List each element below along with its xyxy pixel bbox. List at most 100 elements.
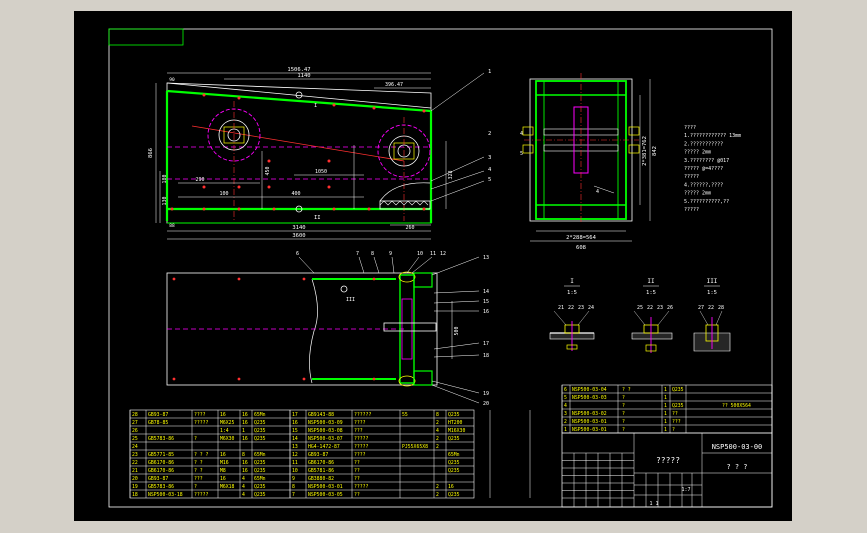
balloon-plan-20: 20: [483, 401, 489, 407]
bom-left-cell: 20: [132, 476, 138, 482]
bom-left-cell: 26: [132, 428, 138, 434]
bom-mid-cell: GB9143-88: [308, 412, 334, 418]
dim-inner-2: 1050: [315, 169, 327, 175]
tech-note-0: ????: [684, 125, 696, 131]
detail-part-22: 22: [568, 305, 574, 311]
bom-mid-cell: HT200: [448, 420, 463, 426]
bom-mid-cell: HG4-1472-87: [308, 444, 340, 450]
bom-mid-cell: 16: [448, 484, 454, 490]
dim-slope: 396.47: [385, 82, 403, 88]
title-sheet: 1 1: [649, 501, 658, 507]
bom-left-cell: 65Mn: [254, 476, 266, 482]
bom-mid-cell: 7: [292, 492, 295, 498]
bom-left-cell: M6X25: [220, 420, 235, 426]
balloon-plan-7: 7: [356, 251, 359, 257]
bom-mid-cell: 2: [436, 420, 439, 426]
balloon-plan-11: 11: [430, 251, 436, 257]
tech-note-9: 5.??????????,??: [684, 199, 729, 205]
bom-mid-cell: Q235: [448, 412, 460, 418]
bom-right-cell: Q235: [672, 403, 684, 409]
balloon-plan-17: 17: [483, 341, 489, 347]
dim-width-inner: 2*288=564: [566, 235, 596, 241]
balloon-front-II: II: [314, 215, 321, 221]
detail-part-24: 24: [588, 305, 594, 311]
bom-table-left: [129, 409, 475, 499]
dim-v4: 328: [448, 170, 454, 179]
balloon-plan-14: 14: [483, 289, 489, 295]
bom-mid-cell: ?????: [354, 444, 369, 450]
bom-left-cell: 4: [242, 484, 245, 490]
bom-left-cell: 1: [242, 428, 245, 434]
balloon-plan-8: 8: [371, 251, 374, 257]
detail-scale-3: 1:5: [707, 290, 717, 296]
bom-mid-cell: 8: [292, 484, 295, 490]
bom-mid-cell: NSP500-03-07: [308, 436, 343, 442]
balloon-plan-9: 9: [389, 251, 392, 257]
dim-v3: 130: [162, 196, 168, 205]
bom-left-cell: 16: [220, 412, 226, 418]
dim-v5: 90: [169, 77, 175, 83]
bom-right-cell: 1: [664, 419, 667, 425]
bom-mid-cell: ????: [354, 420, 366, 426]
detail-part-22: 22: [708, 305, 714, 311]
bom-right-cell: 3: [564, 411, 567, 417]
detail-part-26: 26: [667, 305, 673, 311]
bom-left-cell: GB93-87: [148, 476, 168, 482]
bom-mid-cell: 10: [292, 468, 298, 474]
side-view: [522, 73, 651, 242]
bom-left-cell: 16: [242, 412, 248, 418]
bom-left-cell: 65Mn: [254, 452, 266, 458]
dim-v2: 180: [162, 174, 168, 183]
bom-mid-cell: 4: [436, 428, 439, 434]
bom-left-cell: 16: [242, 420, 248, 426]
bom-left-cell: 27: [132, 420, 138, 426]
balloon-plan-15: 15: [483, 299, 489, 305]
bom-left-cell: GB5783-86: [148, 484, 174, 490]
bom-left-cell: ? ?: [194, 468, 203, 474]
tech-note-2: 2.???????????: [684, 141, 723, 147]
dim-width-total: 608: [576, 245, 586, 251]
bom-right-cell: 6: [564, 387, 567, 393]
detail-II: [631, 310, 673, 353]
bom-mid-cell: GB3880-82: [308, 476, 334, 482]
bom-mid-cell: 2: [436, 492, 439, 498]
corner-label-box: [108, 28, 184, 46]
bom-mid-cell: PJ55X65X8: [402, 444, 428, 450]
dim-v1: 450: [265, 166, 271, 175]
bom-mid-cell: 8: [436, 412, 439, 418]
bom-mid-cell: NSP500-03-01: [308, 484, 343, 490]
dim-inner-3: 400: [291, 191, 300, 197]
balloon-plan-19: 19: [483, 391, 489, 397]
bom-mid-cell: Q235: [448, 460, 460, 466]
dim-height-inner: 2*381=762: [642, 136, 648, 166]
bom-left-cell: 65Mn: [254, 412, 266, 418]
tech-note-4: 3.???????? @017: [684, 158, 729, 164]
title-scale: 1:7: [681, 487, 690, 493]
bom-mid-cell: Q235: [448, 468, 460, 474]
bom-left-cell: 16: [220, 476, 226, 482]
bom-right-cell: ??: [672, 411, 678, 417]
bom-right-cell: 1: [664, 403, 667, 409]
balloon-plan-6: 6: [296, 251, 299, 257]
detail-III: [693, 310, 731, 352]
balloon-plan-10: 10: [417, 251, 423, 257]
balloon-front-3: 3: [488, 155, 491, 161]
detail-part-28: 28: [718, 305, 724, 311]
cad-drawing: 28GB93-87????161665Mn27GB78-85?????M6X25…: [108, 28, 773, 508]
detail-part-21: 21: [558, 305, 564, 311]
bom-left-cell: ????: [194, 412, 206, 418]
detail-part-25: 25: [637, 305, 643, 311]
tech-note-5: ????? @=4????: [684, 166, 723, 172]
bom-left-cell: M8: [220, 468, 226, 474]
balloon-side-4: 4: [520, 131, 523, 137]
top-beam: [166, 89, 432, 113]
detail-title-1: I: [570, 278, 574, 285]
bom-mid-cell: 14: [292, 436, 298, 442]
detail-part-23: 23: [578, 305, 584, 311]
drawing-labels: 1506.471140396.4786631403600260290105040…: [148, 67, 741, 407]
bom-mid-cell: ?????: [354, 484, 369, 490]
bom-right-cell: 1: [664, 411, 667, 417]
bom-mid-cell: 13: [292, 444, 298, 450]
